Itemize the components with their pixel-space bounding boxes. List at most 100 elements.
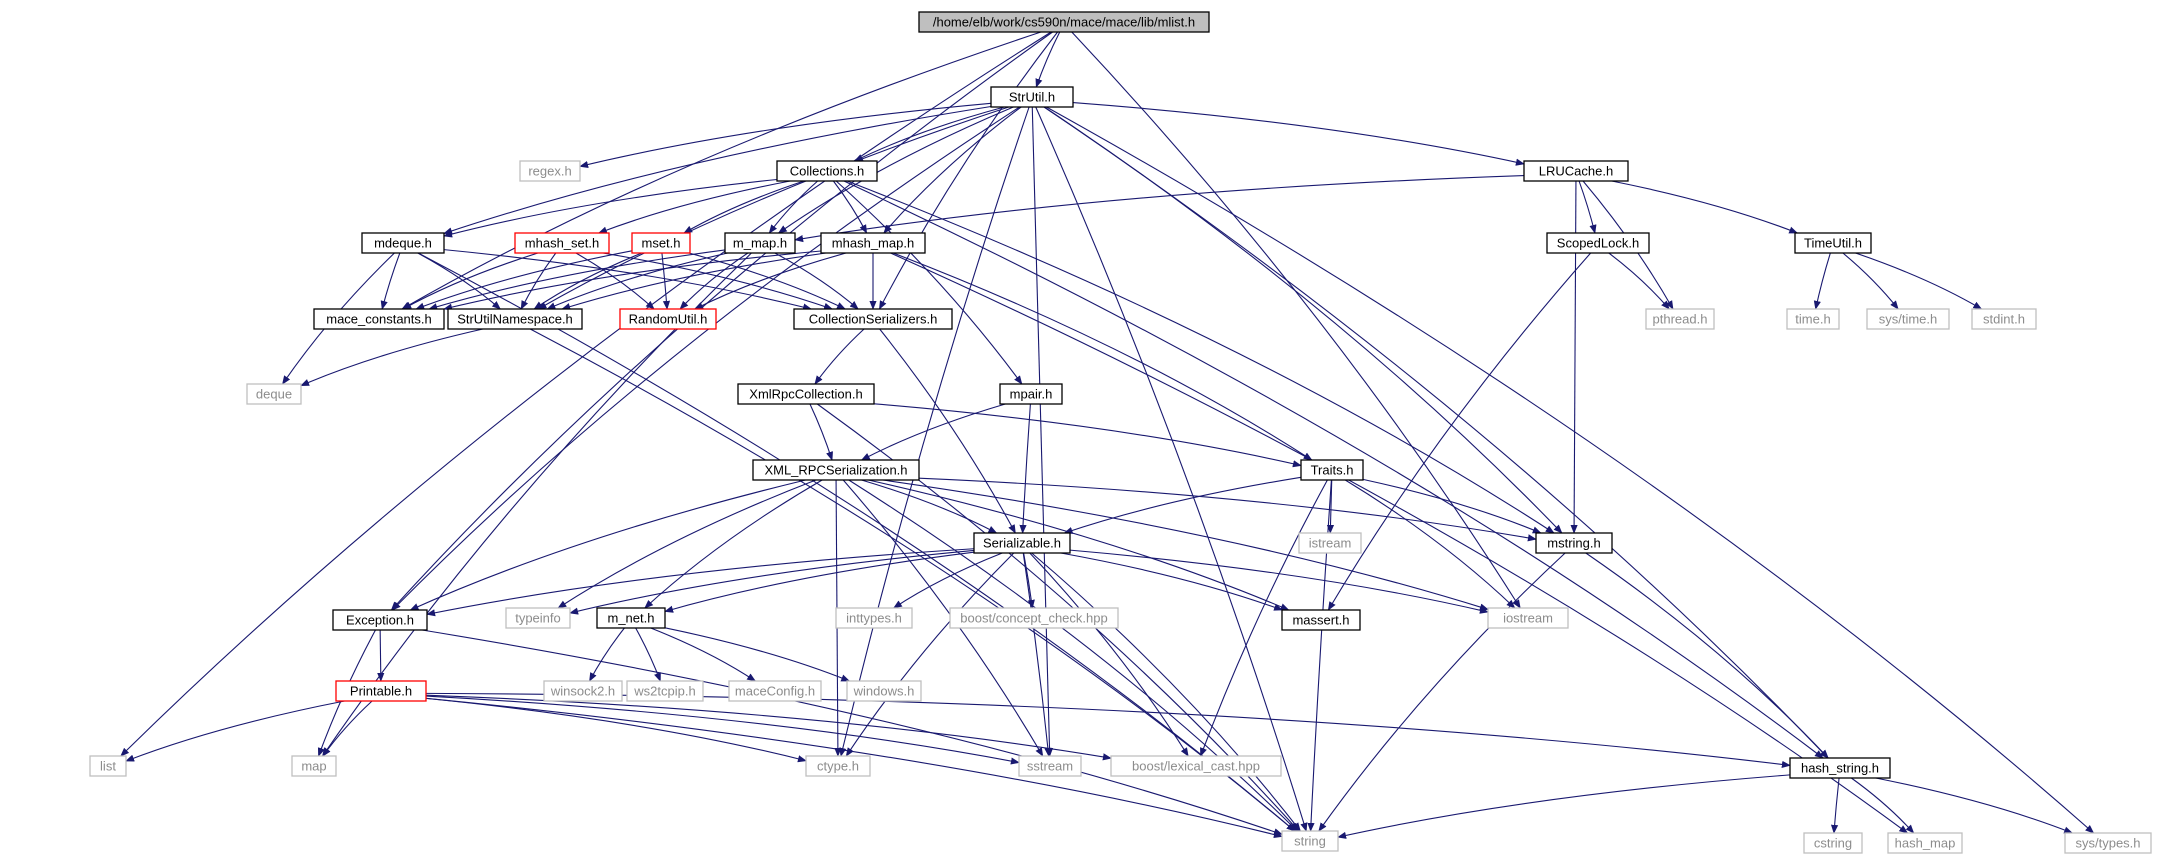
edge-traits-to-serializable	[1063, 476, 1302, 534]
node-label-systime: sys/time.h	[1879, 311, 1938, 326]
node-istream: istream	[1298, 532, 1362, 554]
edge-m_net-to-windows	[664, 627, 851, 682]
edge-xml_rpc-to-exception	[409, 479, 806, 611]
node-label-time: time.h	[1795, 311, 1830, 326]
edge-collections-to-m_map	[768, 180, 819, 234]
edge-mset-to-collectionserializers	[688, 252, 846, 310]
edge-collections-to-mhash_map	[832, 180, 868, 234]
node-collectionserializers[interactable]: CollectionSerializers.h	[793, 308, 953, 330]
node-randomutil[interactable]: RandomUtil.h	[619, 308, 717, 330]
edge-collections-to-mstring	[846, 180, 1555, 534]
edge-traits-to-string	[1307, 479, 1332, 832]
edges-layer	[120, 31, 2095, 839]
node-list: list	[89, 755, 127, 777]
edge-m_map-to-mace_constants	[428, 249, 726, 311]
node-mhash_map[interactable]: mhash_map.h	[820, 232, 926, 254]
edge-traits-to-boost_lexical	[1200, 479, 1328, 757]
node-box-ctype	[805, 755, 871, 777]
node-box-traits	[1300, 459, 1364, 481]
node-massert[interactable]: massert.h	[1281, 609, 1361, 631]
node-box-boost_concept	[949, 607, 1119, 629]
node-mhash_set[interactable]: mhash_set.h	[514, 232, 610, 254]
node-label-sstream: sstream	[1027, 758, 1073, 773]
node-windows: windows.h	[846, 680, 922, 702]
node-strutilnamespace[interactable]: StrUtilNamespace.h	[447, 308, 583, 330]
edge-strutil-to-m_map	[777, 106, 1014, 234]
node-traits[interactable]: Traits.h	[1300, 459, 1364, 481]
node-m_net[interactable]: m_net.h	[596, 607, 666, 629]
node-label-string: string	[1294, 833, 1326, 848]
edge-xml_rpc-to-serializable	[861, 479, 998, 534]
node-label-windows: windows.h	[853, 683, 915, 698]
node-box-mhash_map	[820, 232, 926, 254]
edge-serializable-to-iostream	[1069, 549, 1489, 614]
edge-printable-to-map	[322, 700, 373, 757]
edge-serializable-to-m_net	[664, 551, 975, 613]
node-box-regex	[519, 160, 581, 182]
edge-xml_rpc-to-typeinfo	[557, 479, 817, 609]
node-label-strutilnamespace: StrUtilNamespace.h	[457, 311, 573, 326]
node-box-map	[291, 755, 337, 777]
node-label-typeinfo: typeinfo	[515, 610, 561, 625]
node-box-collections	[776, 160, 878, 182]
node-label-cstring: cstring	[1814, 835, 1852, 850]
edge-m_map-to-collectionserializers	[774, 252, 859, 310]
node-label-hash_map: hash_map	[1895, 835, 1956, 850]
node-box-mhash_set	[514, 232, 610, 254]
node-label-iostream: iostream	[1503, 610, 1553, 625]
edge-mhash_map-to-mace_constants	[443, 250, 822, 311]
node-label-inttypes: inttypes.h	[846, 610, 902, 625]
node-box-scopedlock	[1546, 232, 1650, 254]
node-mset[interactable]: mset.h	[631, 232, 691, 254]
edge-mpair-to-xml_rpc	[860, 403, 1006, 461]
node-scopedlock[interactable]: ScopedLock.h	[1546, 232, 1650, 254]
node-mstring[interactable]: mstring.h	[1535, 532, 1613, 554]
node-box-m_map	[724, 232, 796, 254]
node-label-maceconfig: maceConfig.h	[735, 683, 815, 698]
node-exception[interactable]: Exception.h	[332, 609, 428, 631]
node-box-stdint	[1971, 308, 2037, 330]
node-box-printable	[335, 680, 427, 702]
node-winsock2: winsock2.h	[543, 680, 623, 702]
node-box-maceconfig	[728, 680, 822, 702]
node-label-printable: Printable.h	[350, 683, 412, 698]
node-box-xml_rpc	[752, 459, 920, 481]
node-hash_string[interactable]: hash_string.h	[1789, 757, 1891, 779]
node-lrucache[interactable]: LRUCache.h	[1523, 160, 1629, 182]
edge-strutil-to-collections	[853, 106, 1005, 162]
node-ws2tcpip: ws2tcpip.h	[626, 680, 704, 702]
node-label-serializable: Serializable.h	[983, 535, 1061, 550]
edge-mlist-to-iostream	[1071, 31, 1521, 609]
node-mpair[interactable]: mpair.h	[999, 383, 1063, 405]
node-serializable[interactable]: Serializable.h	[973, 532, 1071, 554]
node-mace_constants[interactable]: mace_constants.h	[313, 308, 445, 330]
edge-exception-to-string	[421, 629, 1283, 836]
node-cstring: cstring	[1803, 832, 1863, 854]
edge-timeutil-to-systime	[1842, 252, 1899, 310]
node-box-mset	[631, 232, 691, 254]
node-xmlrpccollection[interactable]: XmlRpcCollection.h	[737, 383, 875, 405]
node-box-xmlrpccollection	[737, 383, 875, 405]
node-pthread: pthread.h	[1645, 308, 1715, 330]
edge-mhash_map-to-strutilnamespace	[561, 252, 826, 311]
node-label-boost_lexical: boost/lexical_cast.hpp	[1132, 758, 1260, 773]
node-m_map[interactable]: m_map.h	[724, 232, 796, 254]
node-mdeque[interactable]: mdeque.h	[361, 232, 445, 254]
node-strutil[interactable]: StrUtil.h	[990, 86, 1074, 108]
edge-m_map-to-strutilnamespace	[546, 252, 728, 310]
edge-m_net-to-ws2tcpip	[635, 627, 661, 682]
node-label-scopedlock: ScopedLock.h	[1557, 235, 1639, 250]
edge-strutil-to-hash_string	[1043, 106, 1829, 759]
node-timeutil[interactable]: TimeUtil.h	[1794, 232, 1872, 254]
edge-serializable-to-boost_lexical	[1029, 552, 1189, 757]
edge-mset-to-randomutil	[661, 252, 671, 310]
node-xml_rpc[interactable]: XML_RPCSerialization.h	[752, 459, 920, 481]
node-label-winsock2: winsock2.h	[550, 683, 615, 698]
node-printable[interactable]: Printable.h	[335, 680, 427, 702]
node-collections[interactable]: Collections.h	[776, 160, 878, 182]
edge-xml_rpc-to-mstring	[918, 477, 1537, 542]
node-box-winsock2	[543, 680, 623, 702]
node-regex: regex.h	[519, 160, 581, 182]
edge-serializable-to-sstream	[1022, 552, 1052, 757]
edge-lrucache-to-scopedlock	[1578, 180, 1597, 234]
